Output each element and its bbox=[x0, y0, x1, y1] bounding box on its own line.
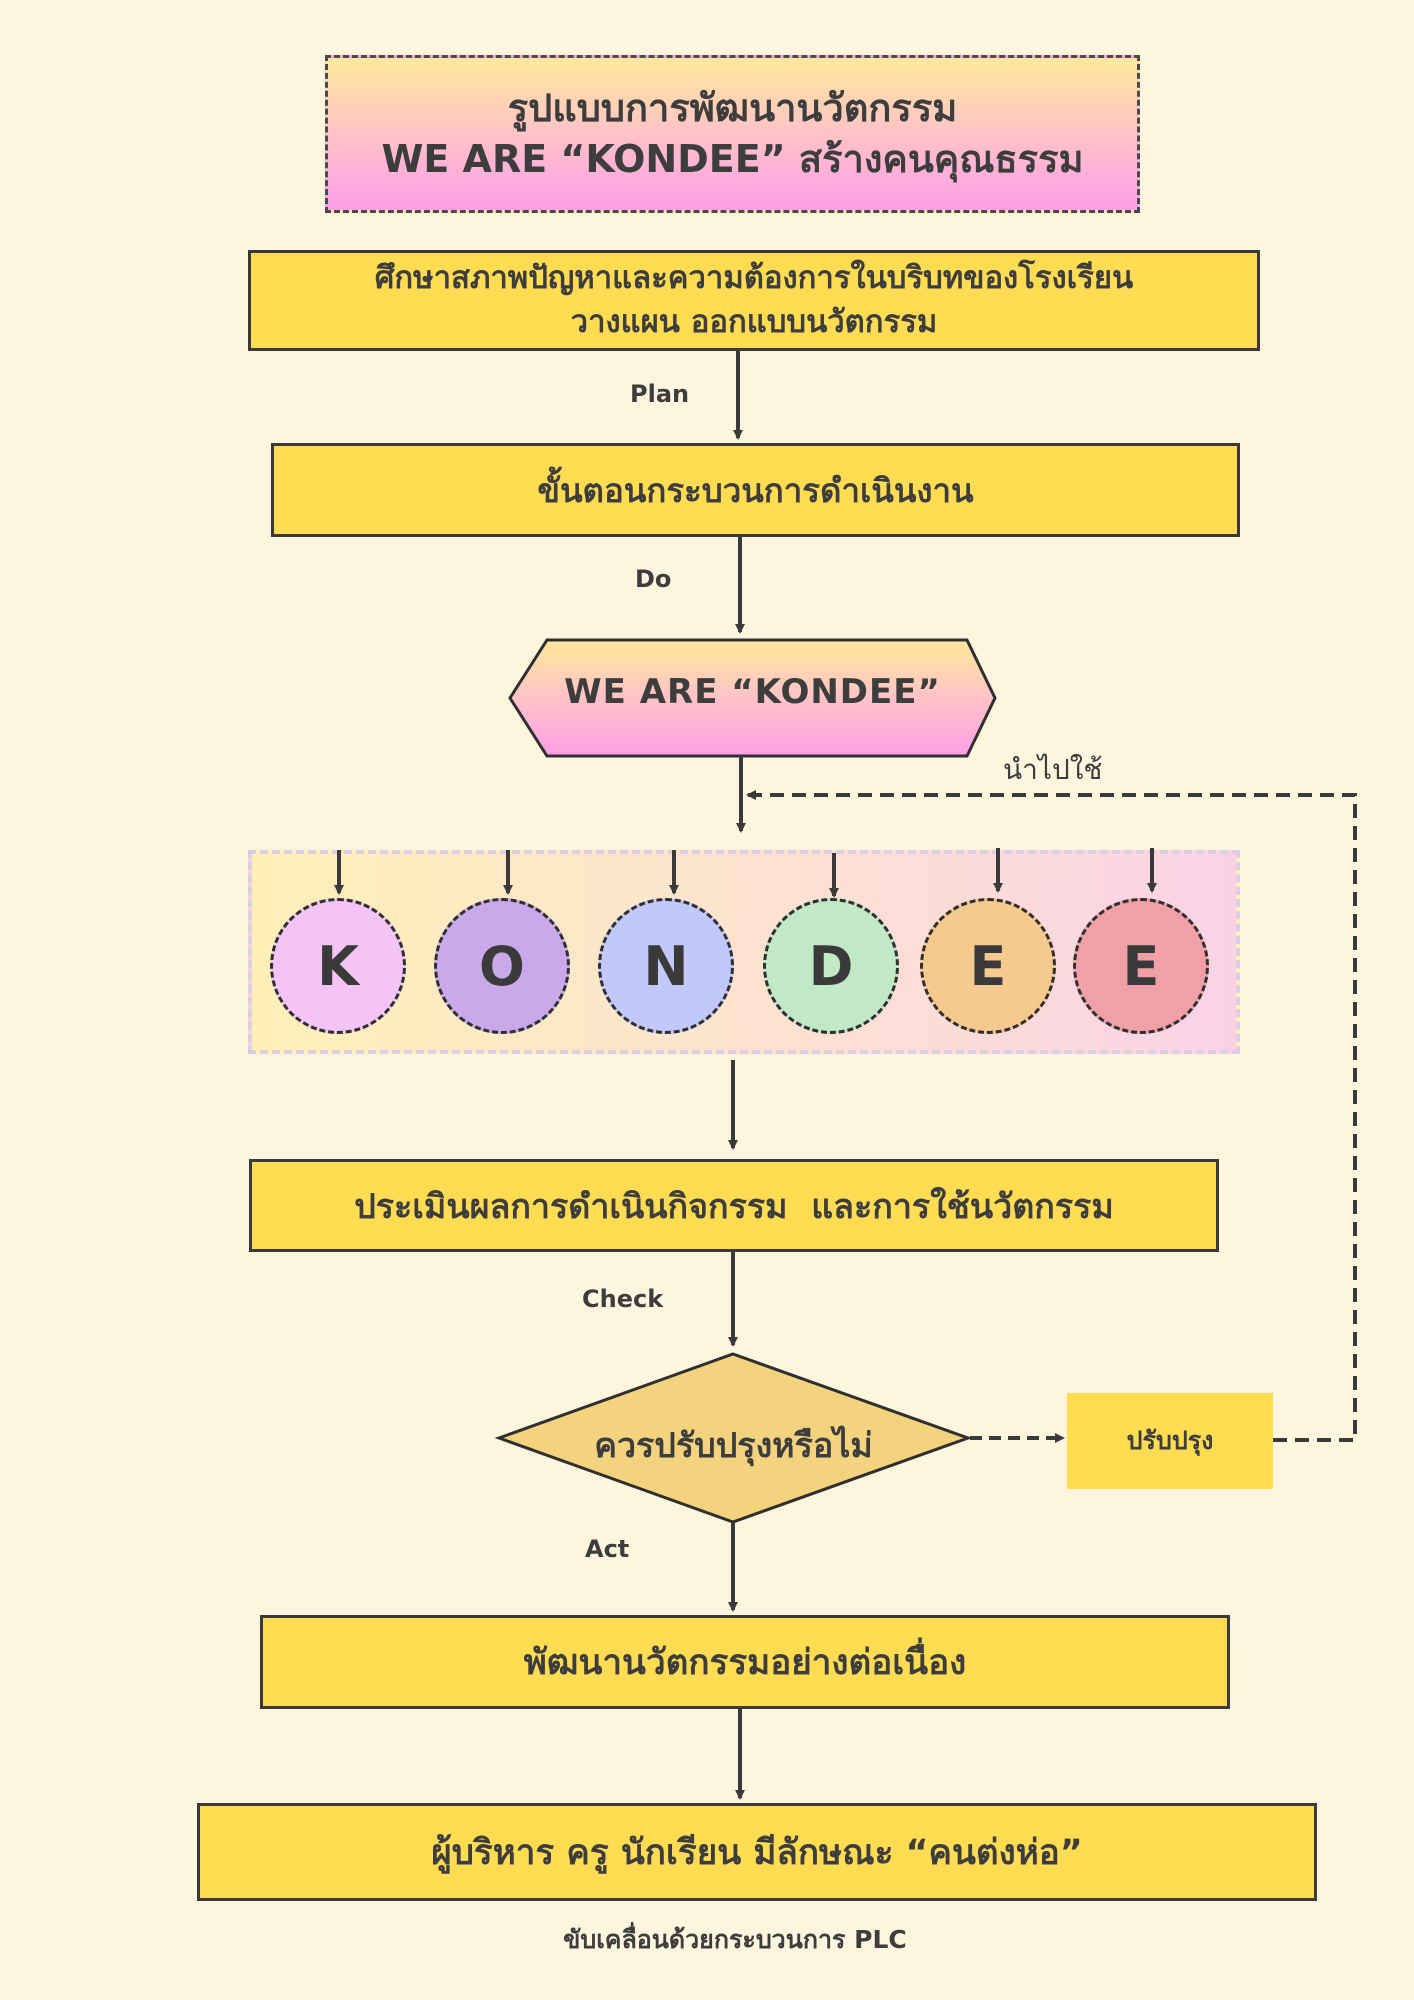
hexagon-text: WE ARE “KONDEE” bbox=[564, 672, 941, 712]
result-box-text: ผู้บริหาร ครู นักเรียน มีลักษณะ “คนต่งห่… bbox=[431, 1832, 1083, 1873]
footer-text: ขับเคลื่อนด้วยกระบวนการ PLC bbox=[563, 1925, 907, 1954]
plan-label: Plan bbox=[630, 380, 690, 408]
letter-circle-d: D bbox=[763, 898, 899, 1034]
decision-text: ควรปรับปรุงหรือไม่ bbox=[594, 1426, 873, 1466]
letter-circle-o: O bbox=[434, 898, 570, 1034]
apply-label: นำไปใช้ bbox=[1003, 753, 1103, 786]
do-box-text: ขั้นตอนกระบวนการดำเนินงาน bbox=[537, 470, 974, 510]
letter-e1: E bbox=[969, 934, 1007, 998]
continuous-box: พัฒนานวัตกรรมอย่างต่อเนื่อง bbox=[260, 1615, 1230, 1709]
improve-box-text: ปรับปรุง bbox=[1126, 1426, 1214, 1455]
check-box-text: ประเมินผลการดำเนินกิจกรรม และการใช้นวัตก… bbox=[354, 1186, 1114, 1227]
feedback-loop-line bbox=[746, 790, 1357, 1442]
letter-k: K bbox=[317, 934, 359, 998]
do-box: ขั้นตอนกระบวนการดำเนินงาน bbox=[271, 443, 1240, 537]
letter-circle-e1: E bbox=[920, 898, 1056, 1034]
title-line-1: รูปแบบการพัฒนานวัตกรรม bbox=[507, 85, 958, 130]
check-label: Check bbox=[582, 1285, 664, 1313]
letter-d: D bbox=[808, 934, 854, 998]
letter-n: N bbox=[643, 934, 689, 998]
check-box: ประเมินผลการดำเนินกิจกรรม และการใช้นวัตก… bbox=[249, 1159, 1219, 1252]
continuous-box-text: พัฒนานวัตกรรมอย่างต่อเนื่อง bbox=[523, 1642, 967, 1683]
plan-box-line-1: ศึกษาสภาพปัญหาและความต้องการในบริบทของโร… bbox=[374, 260, 1134, 297]
letter-circle-k: K bbox=[270, 898, 406, 1034]
letter-o: O bbox=[479, 934, 525, 998]
diagram-title-box: รูปแบบการพัฒนานวัตกรรม WE ARE “KONDEE” ส… bbox=[325, 55, 1140, 213]
improve-box: ปรับปรุง bbox=[1067, 1393, 1273, 1489]
letter-circle-n: N bbox=[598, 898, 734, 1034]
letter-circle-e2: E bbox=[1073, 898, 1209, 1034]
plan-box-line-2: วางแผน ออกแบบนวัตกรรม bbox=[570, 303, 938, 340]
letter-e2: E bbox=[1122, 934, 1160, 998]
title-line-2: WE ARE “KONDEE” สร้างคนคุณธรรม bbox=[381, 137, 1084, 181]
plan-box: ศึกษาสภาพปัญหาและความต้องการในบริบทของโร… bbox=[248, 250, 1260, 351]
act-label: Act bbox=[585, 1535, 630, 1563]
kondee-hexagon bbox=[508, 638, 997, 758]
do-label: Do bbox=[635, 565, 672, 593]
result-box: ผู้บริหาร ครู นักเรียน มีลักษณะ “คนต่งห่… bbox=[197, 1803, 1317, 1901]
